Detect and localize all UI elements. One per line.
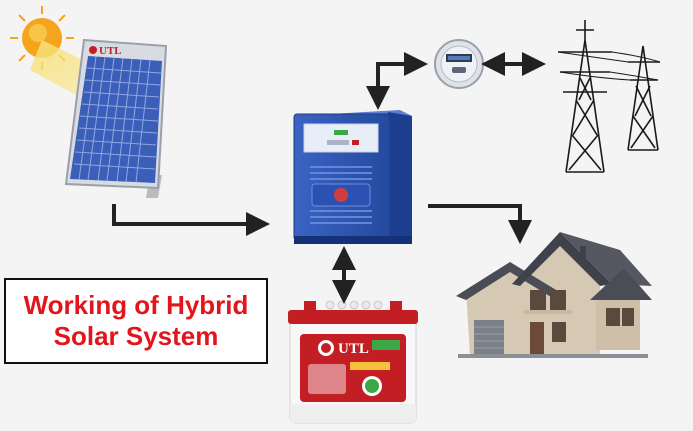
arrow-inverter-to-house — [428, 204, 532, 244]
battery-icon: UTL — [288, 300, 418, 424]
arrow-panel-to-inverter — [112, 204, 270, 236]
diagram-title-line-2: Solar System — [53, 321, 219, 351]
transmission-tower-icon — [557, 20, 661, 173]
house-icon — [456, 232, 652, 358]
inverter-icon — [293, 110, 412, 244]
battery-brand-label: UTL — [338, 341, 369, 357]
arrow-inverter-meter — [366, 52, 428, 110]
solar-panel-icon: UTL — [64, 38, 168, 198]
panel-brand-label: UTL — [99, 45, 122, 57]
electric-meter-icon — [434, 39, 484, 89]
diagram-title-box: Working of Hybrid Solar System — [4, 278, 268, 364]
diagram-title-line-1: Working of Hybrid — [23, 290, 249, 320]
flow-arrows — [112, 52, 546, 304]
